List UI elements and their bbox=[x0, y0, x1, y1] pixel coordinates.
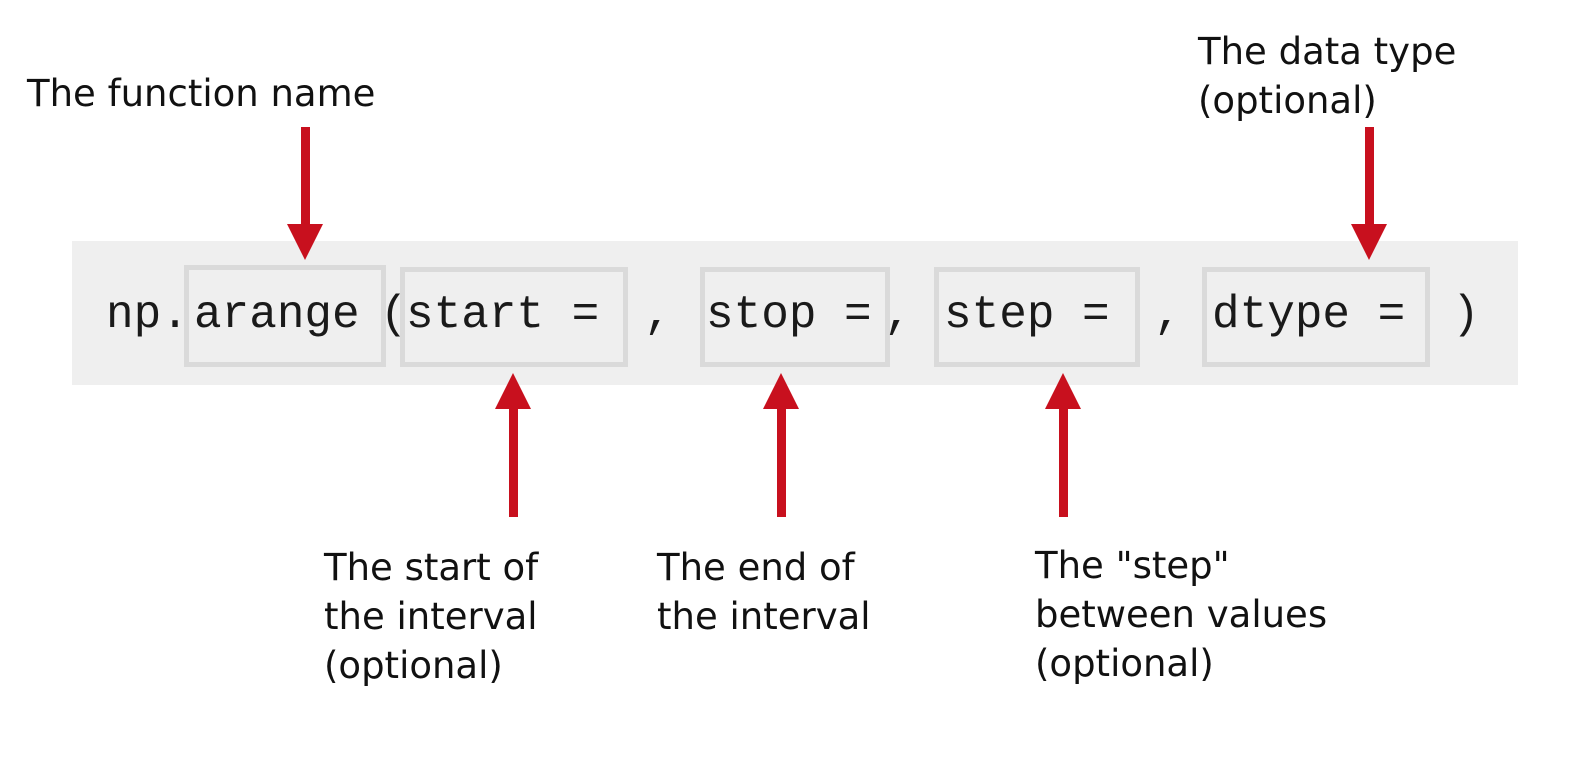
code-comma-3: , bbox=[1154, 289, 1182, 341]
dtype-annotation: The data type (optional) bbox=[1198, 30, 1457, 122]
code-param-start: start = bbox=[406, 289, 600, 341]
code-open-paren: ( bbox=[380, 289, 408, 341]
code-param-dtype: dtype = bbox=[1212, 289, 1406, 341]
code-param-stop: stop = bbox=[706, 289, 872, 341]
code-function-name: arange bbox=[194, 289, 360, 341]
dtype-param-box bbox=[1202, 267, 1430, 367]
stop-annotation: The end of the interval bbox=[657, 546, 871, 638]
code-comma-2: , bbox=[884, 289, 912, 341]
function-name-annotation: The function name bbox=[27, 72, 376, 115]
function-name-box bbox=[184, 265, 386, 367]
start-param-box bbox=[400, 267, 628, 367]
code-close-paren: ) bbox=[1452, 289, 1480, 341]
step-annotation: The "step" between values (optional) bbox=[1035, 544, 1328, 685]
code-prefix: np. bbox=[106, 289, 189, 341]
step-param-box bbox=[934, 267, 1140, 367]
code-param-step: step = bbox=[944, 289, 1110, 341]
stop-param-box bbox=[700, 267, 890, 367]
start-annotation: The start of the interval (optional) bbox=[324, 546, 539, 687]
code-comma-1: , bbox=[644, 289, 672, 341]
